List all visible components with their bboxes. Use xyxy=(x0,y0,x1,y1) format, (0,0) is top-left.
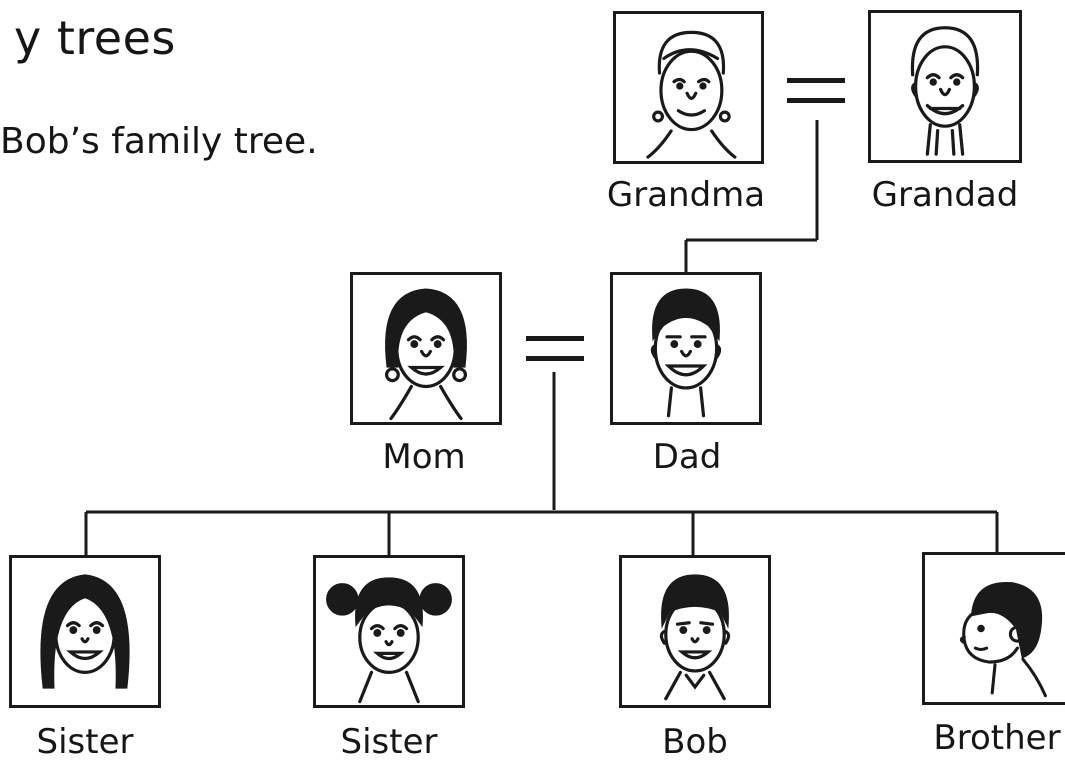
sister-label-2: Sister xyxy=(340,722,438,762)
boy-face-icon xyxy=(659,574,731,701)
grandma-label: Grandma xyxy=(606,175,766,215)
dad-portrait xyxy=(610,272,762,425)
mom-label: Mom xyxy=(382,437,466,477)
dad-label: Dad xyxy=(652,437,722,477)
grandparents-marriage-sign-bottom xyxy=(787,98,845,103)
bob-label: Bob xyxy=(662,722,728,762)
baby-face-icon xyxy=(959,582,1047,698)
brother-label: Brother xyxy=(933,718,1061,758)
grandma-portrait xyxy=(613,11,764,164)
sister-portrait-1 xyxy=(9,555,161,708)
sister-face-icon xyxy=(40,574,130,689)
parents-marriage-sign-top xyxy=(526,336,584,341)
brother-portrait xyxy=(922,552,1065,705)
grandparents-marriage-sign-top xyxy=(787,78,845,83)
grandad-portrait xyxy=(868,10,1022,163)
sister-label-1: Sister xyxy=(36,722,134,762)
grandma-face-icon xyxy=(646,30,737,159)
dad-face-icon xyxy=(650,288,722,418)
grandad-label: Grandad xyxy=(871,175,1019,215)
page-heading: y trees xyxy=(14,11,176,65)
parents-marriage-sign-bottom xyxy=(526,356,584,361)
mom-portrait xyxy=(350,272,502,425)
sister-portrait-2 xyxy=(313,555,465,708)
mom-face-icon xyxy=(384,288,468,421)
sister-pigtails-face-icon xyxy=(326,577,452,704)
page-subheading: Bob’s family tree. xyxy=(0,121,318,162)
grandad-face-icon xyxy=(910,26,980,156)
bob-portrait xyxy=(619,555,771,708)
